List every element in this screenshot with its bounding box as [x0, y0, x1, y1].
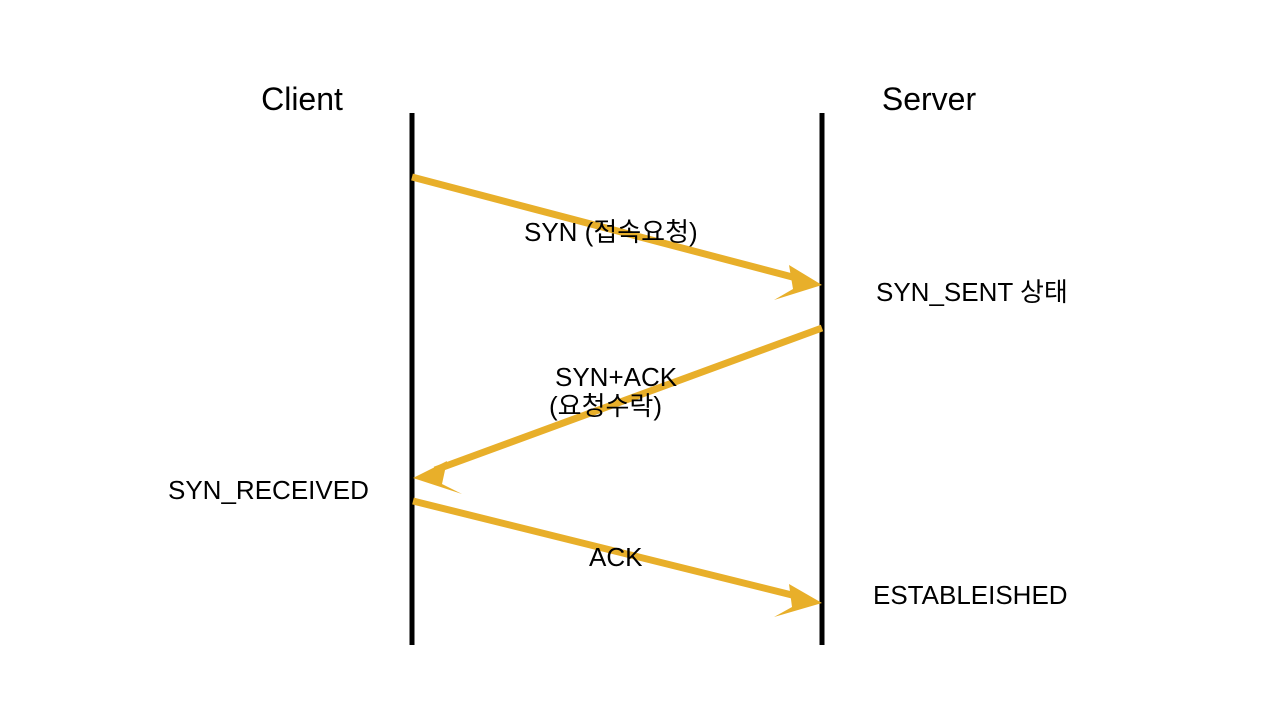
arrow-ack [412, 497, 822, 617]
state-label-syn-sent: SYN_SENT 상태 [876, 277, 1068, 307]
message-label-syn-ack-line2: (요청수락) [549, 391, 662, 421]
arrow-syn-ack [413, 324, 824, 494]
state-label-syn-received: SYN_RECEIVED [168, 475, 369, 505]
actor-title-client: Client [261, 81, 343, 117]
arrow-syn [411, 173, 822, 300]
actor-title-server: Server [881, 81, 977, 117]
message-label-syn-ack-line1: SYN+ACK [555, 362, 678, 392]
state-label-established: ESTABLEISHED [873, 580, 1068, 610]
message-label-syn: SYN (접속요청) [524, 217, 698, 247]
message-label-ack: ACK [589, 542, 643, 572]
